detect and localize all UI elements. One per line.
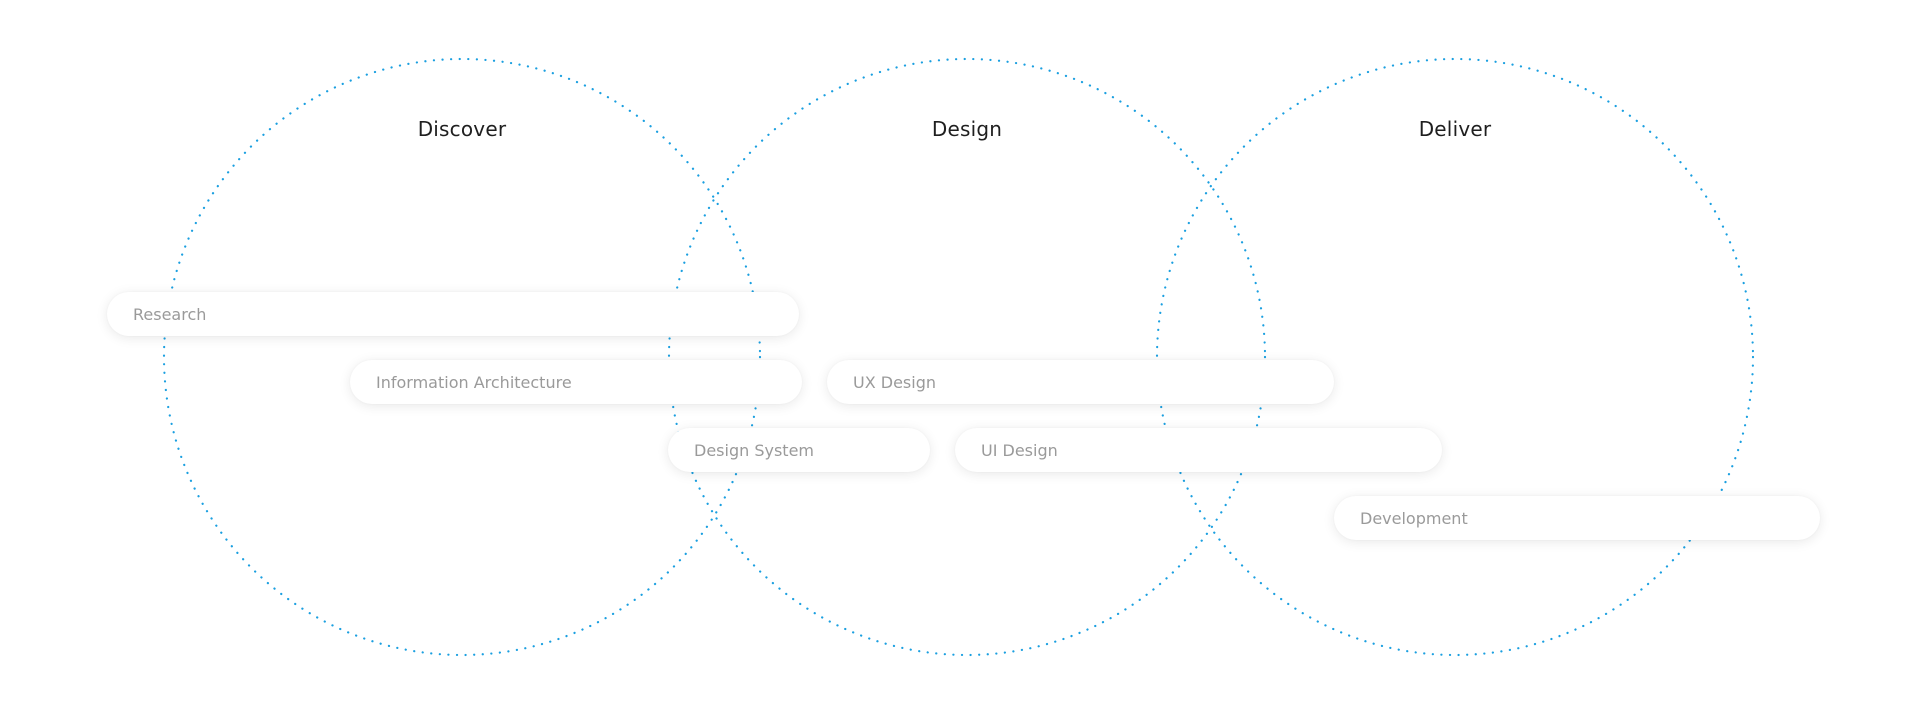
design-title: Design xyxy=(931,117,1003,141)
ux-design-pill: UX Design xyxy=(827,360,1334,404)
deliver-circle xyxy=(1155,57,1755,657)
pill-label: Development xyxy=(1360,508,1468,528)
design-system-pill: Design System xyxy=(668,428,930,472)
deliver-title: Deliver xyxy=(1418,117,1492,141)
discover-circle xyxy=(162,57,762,657)
ui-design-pill: UI Design xyxy=(955,428,1442,472)
pill-label: Design System xyxy=(694,440,814,460)
development-pill: Development xyxy=(1334,496,1820,540)
pill-label: UX Design xyxy=(853,372,936,392)
design-circle xyxy=(667,57,1267,657)
pill-label: UI Design xyxy=(981,440,1058,460)
information-architecture-pill: Information Architecture xyxy=(350,360,802,404)
pill-label: Information Architecture xyxy=(376,372,572,392)
research-pill: Research xyxy=(107,292,799,336)
discover-title: Discover xyxy=(417,117,507,141)
pill-label: Research xyxy=(133,304,207,324)
